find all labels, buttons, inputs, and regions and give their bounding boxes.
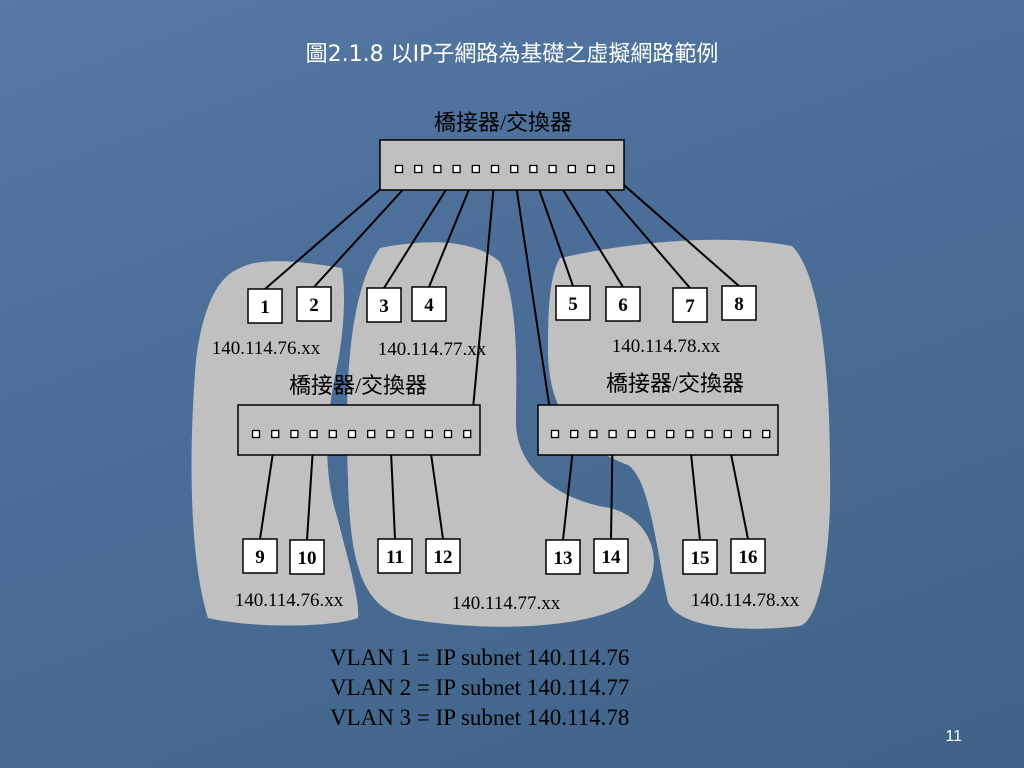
right-switch-port-1 bbox=[550, 429, 560, 439]
top-switch-label: 橋接器/交換器 bbox=[434, 110, 572, 135]
right-switch-port-4 bbox=[608, 429, 617, 439]
link-top-to-station-6 bbox=[551, 172, 624, 288]
right-switch-port-7 bbox=[666, 429, 675, 439]
station-label-3: 3 bbox=[379, 296, 389, 317]
link-top-to-station-2 bbox=[313, 172, 419, 288]
left-switch-port-10 bbox=[424, 429, 433, 439]
station-box-2 bbox=[296, 286, 332, 322]
station-box-7 bbox=[672, 287, 708, 323]
left-switch-port-9 bbox=[405, 429, 414, 439]
uplink-top-to-right-switch bbox=[513, 172, 554, 431]
right-switch-port-5 bbox=[627, 429, 636, 439]
top-switch-port-3 bbox=[433, 164, 442, 174]
left-switch-port-8 bbox=[386, 429, 395, 439]
station-box-11 bbox=[377, 538, 413, 574]
station-label-5: 5 bbox=[568, 294, 578, 315]
subnet-label-upper-77: 140.114.77.xx bbox=[378, 339, 487, 360]
station-label-8: 8 bbox=[734, 294, 744, 315]
station-box-13 bbox=[545, 539, 581, 575]
station-label-14: 14 bbox=[602, 547, 622, 568]
right-switch-port-2 bbox=[570, 429, 579, 439]
link-top-to-station-4 bbox=[428, 172, 477, 288]
station-box-10 bbox=[289, 539, 325, 575]
subnet-label-upper-78: 140.114.78.xx bbox=[612, 336, 721, 357]
station-box-16 bbox=[730, 538, 766, 574]
station-box-12 bbox=[425, 538, 461, 574]
left-switch-port-11 bbox=[443, 429, 453, 439]
station-label-15: 15 bbox=[691, 548, 710, 569]
vlan-definitions: VLAN 1 = IP subnet 140.114.76 VLAN 2 = I… bbox=[330, 643, 629, 733]
right-switch-port-11 bbox=[742, 429, 752, 439]
left-switch-port-7 bbox=[367, 429, 376, 439]
right-switch-ports bbox=[550, 429, 771, 439]
station-box-3 bbox=[366, 287, 402, 323]
right-switch-port-8 bbox=[685, 429, 694, 439]
top-switch-port-5 bbox=[471, 164, 480, 174]
vlan-definition-1: VLAN 1 = IP subnet 140.114.76 bbox=[330, 645, 630, 670]
link-top-to-station-8 bbox=[609, 172, 740, 287]
station-box-6 bbox=[605, 286, 641, 322]
top-switch-port-11 bbox=[586, 164, 596, 174]
link-top-to-station-5 bbox=[532, 172, 574, 287]
station-label-2: 2 bbox=[309, 295, 319, 316]
left-switch-port-5 bbox=[328, 429, 337, 439]
vlan-definition-3: VLAN 3 = IP subnet 140.114.78 bbox=[330, 705, 630, 730]
top-switch-ports bbox=[394, 164, 615, 174]
page-number: 11 bbox=[945, 728, 962, 745]
vlan2-region bbox=[346, 242, 654, 627]
left-switch-port-3 bbox=[290, 429, 299, 439]
top-switch-port-6 bbox=[490, 164, 500, 174]
station-label-6: 6 bbox=[618, 295, 628, 316]
left-switch-port-12 bbox=[463, 429, 472, 439]
station-box-9 bbox=[242, 538, 278, 574]
station-label-13: 13 bbox=[554, 548, 573, 569]
station-box-4 bbox=[411, 286, 447, 322]
subnet-label-upper-76: 140.114.76.xx bbox=[212, 338, 321, 359]
right-switch-port-10 bbox=[723, 429, 732, 439]
top-switch-port-1 bbox=[394, 164, 404, 174]
subnet-label-lower-77: 140.114.77.xx bbox=[452, 593, 561, 614]
station-label-10: 10 bbox=[298, 548, 317, 569]
top-switch-port-7 bbox=[510, 164, 519, 174]
top-switch-port-4 bbox=[452, 164, 461, 174]
right-switch-label: 橋接器/交換器 bbox=[606, 371, 744, 396]
top-switch-port-12 bbox=[606, 164, 615, 174]
station-box-8 bbox=[721, 285, 757, 321]
station-box-14 bbox=[593, 538, 629, 574]
left-switch-ports bbox=[251, 429, 472, 439]
subnet-label-lower-76: 140.114.76.xx bbox=[235, 590, 344, 611]
slide-title: 圖2.1.8 以IP子網路為基礎之虛擬網路範例 bbox=[305, 42, 719, 67]
station-label-16: 16 bbox=[739, 547, 758, 568]
station-label-7: 7 bbox=[685, 296, 695, 317]
station-box-5 bbox=[555, 285, 591, 321]
station-box-15 bbox=[682, 539, 718, 575]
link-top-to-station-3 bbox=[383, 172, 458, 289]
station-box-1 bbox=[247, 288, 283, 324]
top-switch-port-8 bbox=[529, 164, 538, 174]
top-switch-port-9 bbox=[548, 164, 557, 174]
link-top-to-station-1 bbox=[264, 172, 400, 290]
station-label-4: 4 bbox=[424, 295, 434, 316]
top-switch-port-10 bbox=[567, 164, 576, 174]
left-switch-port-1 bbox=[251, 429, 261, 439]
top-switch-port-2 bbox=[414, 164, 423, 174]
left-switch-port-4 bbox=[309, 429, 318, 439]
station-label-9: 9 bbox=[255, 547, 265, 568]
right-switch-port-6 bbox=[646, 429, 656, 439]
left-switch-label: 橋接器/交換器 bbox=[289, 373, 427, 398]
subnet-label-lower-78: 140.114.78.xx bbox=[691, 590, 800, 611]
link-top-to-station-7 bbox=[590, 172, 691, 289]
station-label-11: 11 bbox=[386, 547, 404, 568]
right-switch-port-9 bbox=[704, 429, 713, 439]
left-switch-port-2 bbox=[271, 429, 280, 439]
uplink-top-to-left-switch bbox=[470, 172, 496, 431]
vlan-definition-2: VLAN 2 = IP subnet 140.114.77 bbox=[330, 675, 630, 700]
station-label-12: 12 bbox=[434, 547, 453, 568]
station-label-1: 1 bbox=[260, 297, 270, 318]
right-switch-port-3 bbox=[589, 429, 598, 439]
right-switch-port-12 bbox=[762, 429, 771, 439]
left-switch-port-6 bbox=[347, 429, 357, 439]
